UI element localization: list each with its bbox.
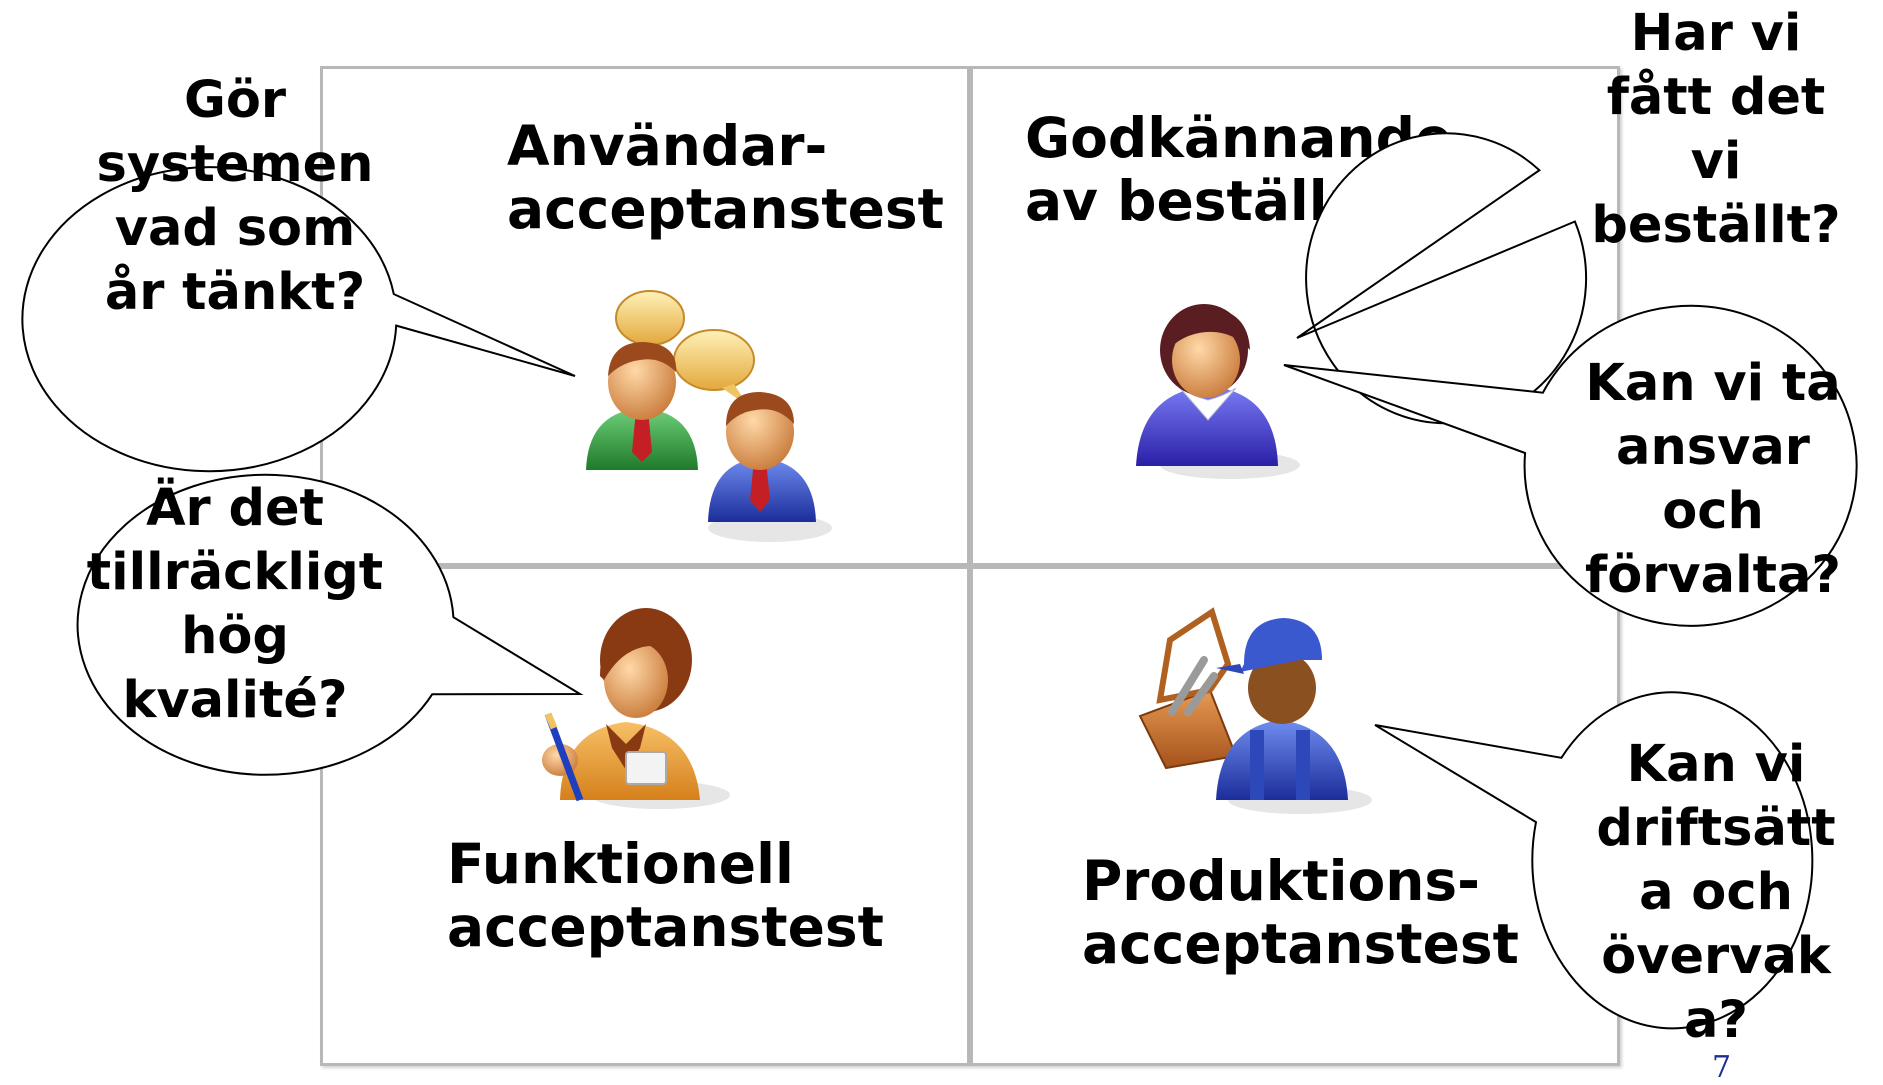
bubble-text-har-vi: Har vi fått det vi beställt? xyxy=(1591,4,1841,255)
page-number: 7 xyxy=(1712,1050,1732,1085)
bubble-text-kan-vi-ta: Kan vi ta ansvar och förvalta? xyxy=(1585,354,1841,605)
label-production-acceptance: Produktions- acceptanstest xyxy=(1082,849,1519,976)
bubble-ar-det xyxy=(76,473,584,776)
bubble-text-gor-systemen: Gör systemen vad som år tänkt? xyxy=(96,71,374,322)
bubble-gor-systemen xyxy=(21,166,576,473)
label-user-acceptance: Användar- acceptanstest xyxy=(507,114,944,241)
bubble-kan-vi-drift xyxy=(1374,691,1814,1030)
bubble-text-kan-vi-drift: Kan vi driftsätt a och övervak a? xyxy=(1596,735,1836,1050)
customer-woman-icon xyxy=(1136,304,1300,479)
bubble-text-ar-det: Är det tillräckligt hög kvalité? xyxy=(86,479,384,730)
two-users-talking-icon xyxy=(586,290,832,542)
bubble-kan-vi-ta xyxy=(1283,304,1858,627)
worker-toolbox-icon xyxy=(1138,607,1372,814)
label-functional-acceptance: Funktionell acceptanstest xyxy=(447,832,884,959)
tester-woman-icon xyxy=(542,608,730,809)
